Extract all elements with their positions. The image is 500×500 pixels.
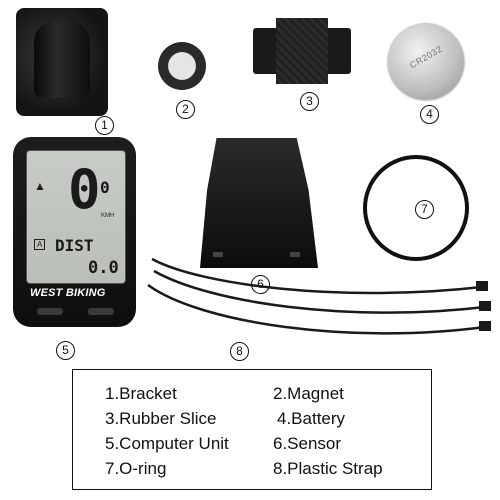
caption-bracket: 1.Bracket (105, 384, 177, 403)
speed-readout: 0 (68, 158, 101, 221)
speed-unit-label: KMH (101, 213, 115, 219)
dist-value: 0.0 (88, 258, 119, 278)
bracket-cradle (34, 22, 90, 98)
magnet-part (158, 42, 206, 90)
sensor-slot-left (213, 252, 223, 257)
strap-head-1 (476, 281, 488, 291)
caption-magnet: 2.Magnet (273, 384, 344, 403)
strap-1 (151, 257, 483, 295)
label-7: 7 (415, 200, 434, 219)
dist-label: DIST (55, 236, 94, 255)
lcd-screen (26, 150, 126, 284)
strap-head-3 (479, 321, 491, 331)
speed-decimal-readout: 0 (100, 178, 110, 197)
parts-caption-box: 1.Bracket 2.Magnet 3.Rubber Slice 4.Batt… (72, 369, 432, 490)
caption-battery: 4.Battery (277, 409, 346, 428)
strap-head-2 (479, 301, 491, 311)
caption-rubber-slice: 3.Rubber Slice (105, 409, 217, 428)
right-button (88, 308, 114, 315)
plastic-straps-part (147, 257, 491, 335)
label-4: 4 (420, 105, 439, 124)
brand-logo: WEST BIKING (30, 287, 106, 299)
battery-part (388, 24, 464, 100)
sensor-slot-right (290, 252, 300, 257)
label-5: 5 (56, 341, 75, 360)
label-3: 3 (300, 92, 319, 111)
sensor-part (200, 138, 318, 268)
label-2: 2 (176, 100, 195, 119)
caption-o-ring: 7.O-ring (105, 459, 167, 478)
strap-2 (153, 269, 486, 314)
label-1: 1 (95, 116, 114, 135)
mode-indicator: A (34, 239, 46, 250)
rubber-slice-core (276, 18, 328, 84)
left-button (37, 308, 63, 315)
label-8: 8 (230, 342, 249, 361)
caption-plastic-strap: 8.Plastic Strap (273, 459, 383, 478)
bike-rider-icon: ▲ (34, 179, 46, 193)
strap-3 (147, 283, 486, 335)
caption-computer-unit: 5.Computer Unit (105, 434, 229, 453)
caption-sensor: 6.Sensor (273, 434, 342, 453)
o-ring-part (363, 155, 469, 261)
